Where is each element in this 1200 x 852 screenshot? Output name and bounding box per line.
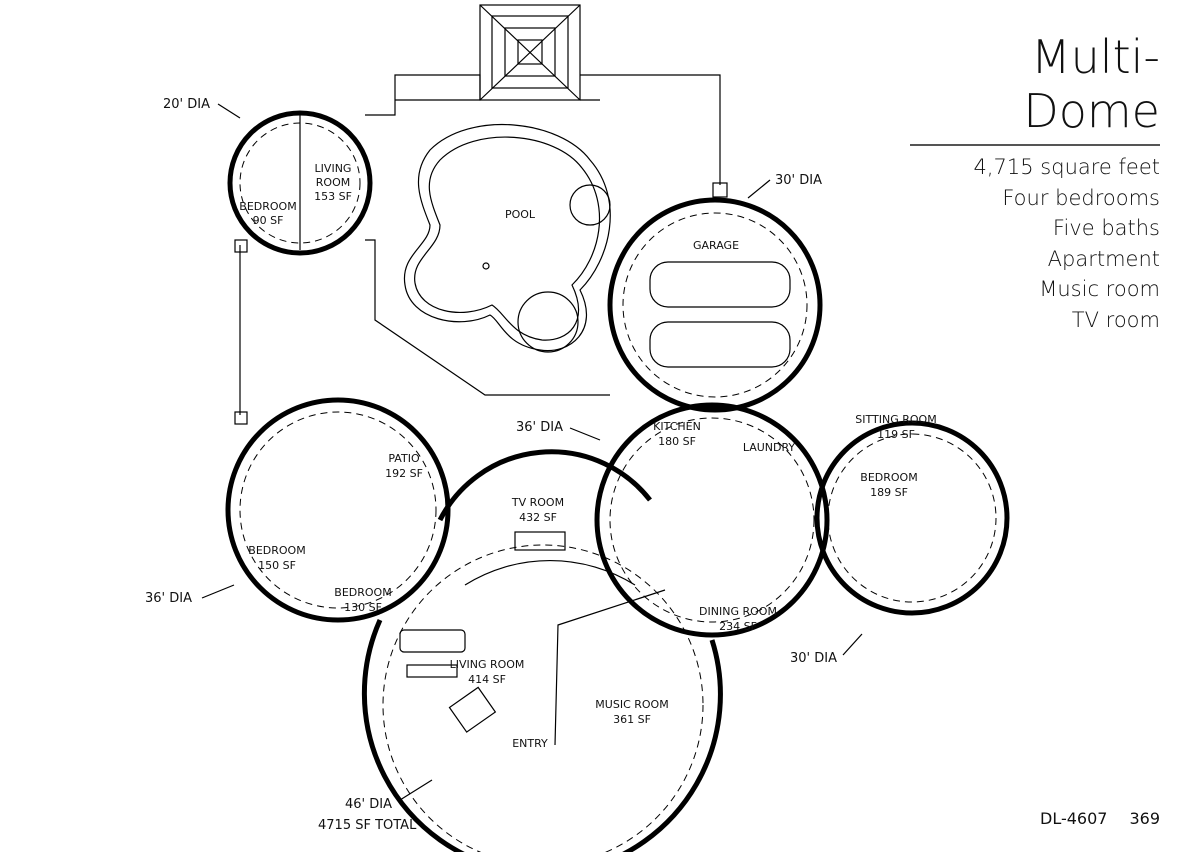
dia-label: 30' DIA [775,173,822,188]
dia-label: 36' DIA [516,420,563,435]
room-label: SITTING ROOM [855,413,936,426]
room-area: 189 SF [870,486,908,499]
dia-label: 36' DIA [145,591,192,606]
dome-apartment [227,110,373,256]
dome-tv-room [437,449,652,586]
dome-garage [607,197,823,413]
feature-item: Music room [1039,277,1160,301]
room-label: TV ROOM [511,496,564,509]
room-area: 192 SF [385,467,423,480]
room-area: 234 SF [719,620,757,633]
deck-outline [234,74,728,425]
room-area: 150 SF [258,559,296,572]
room-label: PATIO [388,452,420,465]
room-label: MUSIC ROOM [595,698,668,711]
dia-callouts: 20' DIA 30' DIA 36' DIA 36' DIA 30' DIA … [145,97,863,833]
roof-structure [479,4,581,101]
room-area: 414 SF [468,673,506,686]
feature-item: Five baths [1052,216,1160,240]
room-labels: LIVING ROOM 153 SF BEDROOM 90 SF POOL GA… [239,162,936,750]
plan-code: DL-4607 369 [1040,809,1160,828]
room-label: LIVING ROOM [450,658,525,671]
room-label: DINING ROOM [699,605,777,618]
feature-list: 4,715 square feet Four bedrooms Five bat… [910,152,1160,335]
room-label: LAUNDRY [743,441,796,454]
room-label: BEDROOM [860,471,917,484]
room-area: 361 SF [613,713,651,726]
feature-item: Four bedrooms [1002,185,1160,210]
feature-item: TV room [1071,307,1160,332]
dia-label: 46' DIA [345,797,392,812]
dome-living-music [361,544,723,852]
room-area: 90 SF [253,214,284,227]
total-area-label: 4715 SF TOTAL [318,818,417,833]
room-label: KITCHEN [653,420,701,433]
dome-right-bedroom [814,420,1010,616]
room-label: GARAGE [693,239,739,252]
plan-code-text: DL-4607 [1040,809,1108,828]
room-label: BEDROOM [239,200,296,213]
room-area: 432 SF [519,511,557,524]
title-block: Multi-Dome 4,715 square feet Four bedroo… [910,30,1160,335]
dome-kitchen-dining [594,402,830,638]
room-label: ROOM [316,176,350,189]
room-label: LIVING [315,162,352,175]
pool [403,124,611,353]
dia-label: 20' DIA [163,97,210,112]
feature-item: 4,715 square feet [973,155,1160,179]
feature-item: Apartment [1047,246,1160,271]
plan-title: Multi-Dome [910,30,1160,146]
room-label: POOL [505,208,536,221]
room-label: BEDROOM [334,586,391,599]
room-area: 153 SF [314,190,352,203]
room-area: 180 SF [658,435,696,448]
room-area: 130 SF [344,601,382,614]
room-label: BEDROOM [248,544,305,557]
dia-label: 30' DIA [790,651,837,666]
plan-number: 369 [1129,809,1160,828]
room-area: 119 SF [877,428,915,441]
room-label: ENTRY [512,737,548,750]
